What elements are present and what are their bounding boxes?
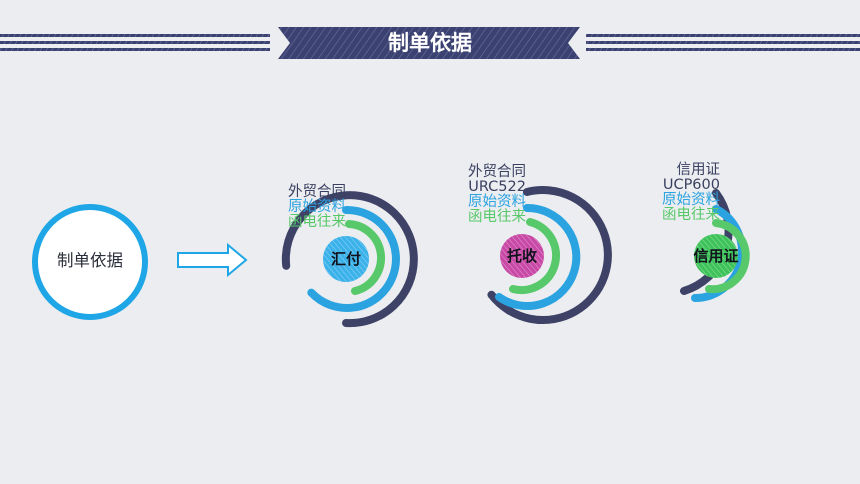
ring-outer-arc <box>487 186 612 325</box>
center-label-tuo-shou: 托收 <box>506 247 537 265</box>
label-source-material: 原始资料 <box>468 194 526 210</box>
ring-inner-arc <box>705 219 750 294</box>
header-stripe-left-top <box>0 34 270 37</box>
center-label-hui-fu: 汇付 <box>330 250 361 268</box>
ring-center-scribble <box>323 236 369 282</box>
label-contract: 外贸合同 <box>468 164 526 180</box>
label-letter-of-credit: 信用证 <box>676 162 721 178</box>
page-title: 制单依据 <box>388 31 472 55</box>
center-label-xin-yong-zheng: 信用证 <box>693 247 739 265</box>
ring-group-xin-yong-zheng <box>680 189 750 302</box>
label-correspondence: 函电往来 <box>468 209 526 225</box>
label-correspondence: 函电往来 <box>662 207 720 223</box>
ring-outer-arc <box>281 191 418 328</box>
header-stripe-left-mid <box>0 41 270 44</box>
header-stripe-right-mid <box>586 41 860 44</box>
header-stripe-right-top <box>586 34 860 37</box>
ring-center-scribble <box>500 234 544 278</box>
ring-group-hui-fu <box>281 191 418 328</box>
label-source-material: 原始资料 <box>288 199 346 215</box>
label-contract: 外贸合同 <box>288 184 346 200</box>
label-urc522: URC522 <box>468 179 526 195</box>
label-correspondence: 函电往来 <box>288 214 346 230</box>
hub-circle <box>32 204 148 320</box>
ring-middle-arc <box>307 205 400 312</box>
arrow-right-icon <box>177 242 248 278</box>
label-stack-hui-fu: 外贸合同 原始资料 函电往来 <box>254 185 346 230</box>
label-stack-tuo-shou: 外贸合同 URC522 原始资料 函电往来 <box>434 165 526 225</box>
header-stripe-right-bot <box>586 48 860 51</box>
label-ucp600: UCP600 <box>662 177 720 193</box>
ring-inner-arc <box>509 218 561 295</box>
ring-middle-arc <box>495 203 581 310</box>
ring-group-tuo-shou <box>487 186 612 325</box>
header-stripe-left-bot <box>0 48 270 51</box>
ring-middle-arc <box>691 205 746 302</box>
ring-inner-arc <box>345 220 385 295</box>
header-ribbon <box>278 27 580 59</box>
label-source-material: 原始资料 <box>662 192 720 208</box>
ring-center-scribble <box>694 234 738 278</box>
label-stack-xin-yong-zheng: 信用证 UCP600 原始资料 函电往来 <box>628 163 720 223</box>
hub-label: 制单依据 <box>57 251 123 270</box>
header-banner <box>0 27 860 59</box>
